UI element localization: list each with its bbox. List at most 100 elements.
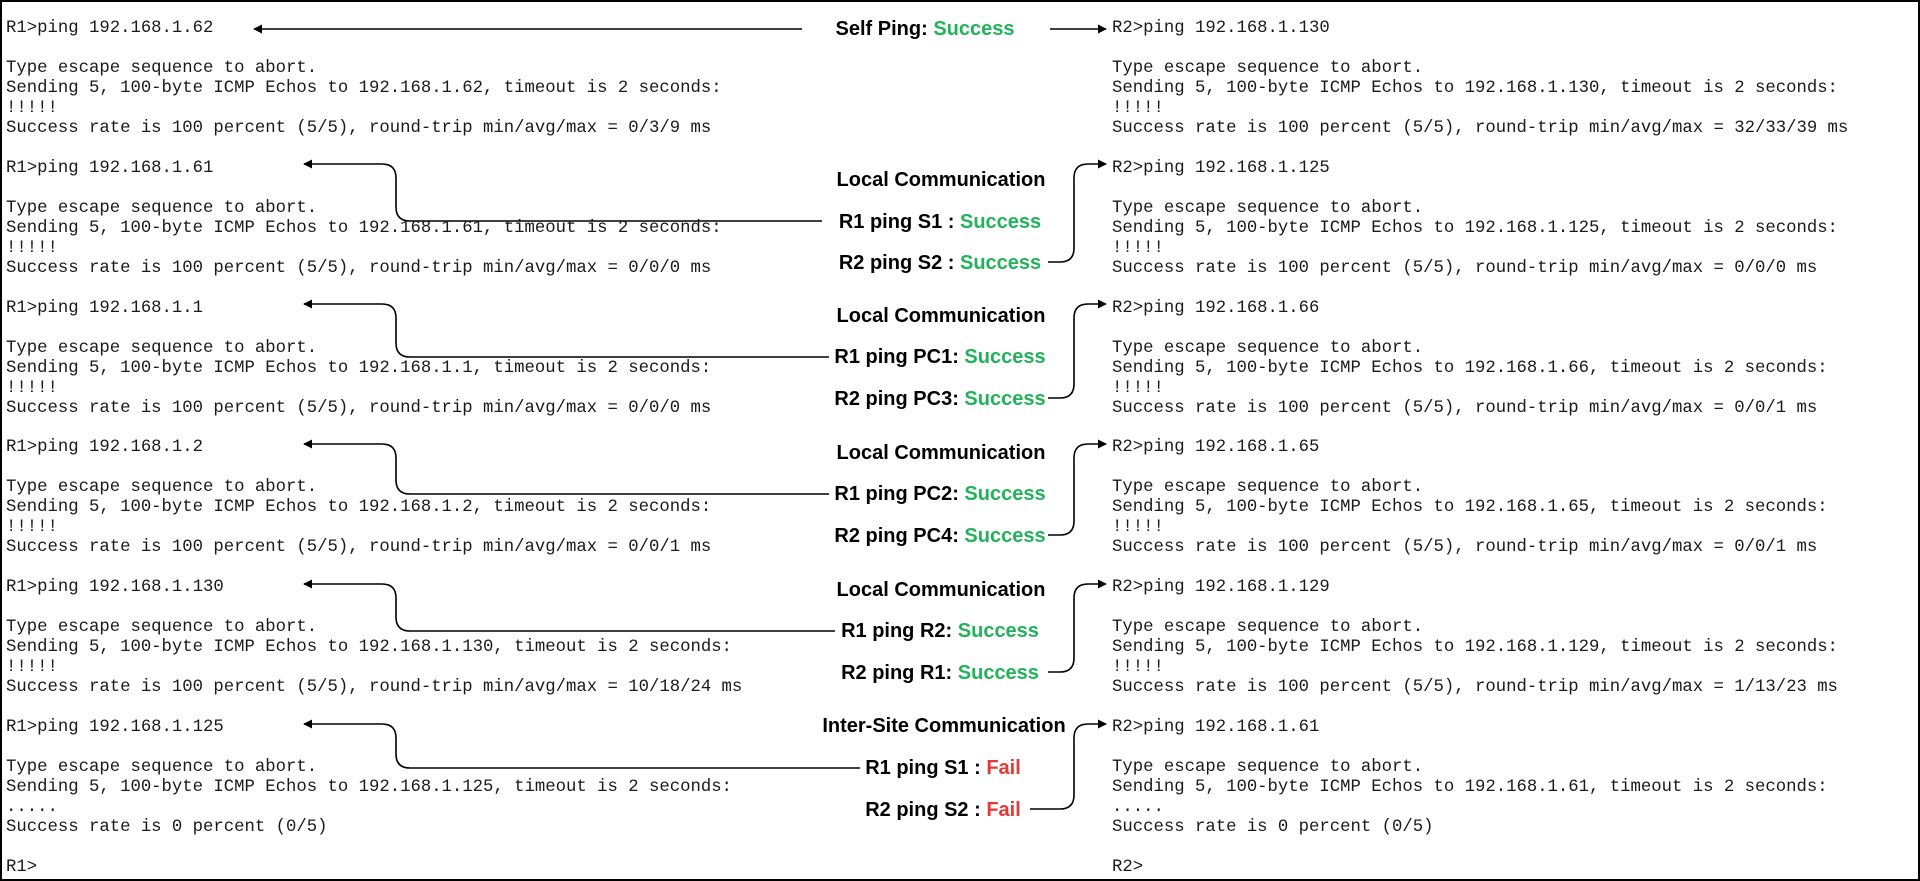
r2-cmd-5: R2>ping 192.168.1.129	[1112, 578, 1330, 597]
group-5-r1-label: R1 ping S1 : Fail	[865, 756, 1021, 780]
r2-cmd-3: R2>ping 192.168.1.66	[1112, 299, 1320, 318]
r2-cmd-1: R2>ping 192.168.1.130	[1112, 19, 1330, 38]
r1-cmd-6: R1>ping 192.168.1.125	[6, 718, 224, 737]
r1-marks-6: .....	[6, 798, 58, 817]
group-5-r2-text: R2 ping S2 :	[865, 799, 981, 821]
r1-cmd-1: R1>ping 192.168.1.62	[6, 19, 214, 38]
r1-result-2: Success rate is 100 percent (5/5), round…	[6, 259, 712, 278]
group-4-r2-status: Success	[957, 662, 1039, 684]
r2-result-4: Success rate is 100 percent (5/5), round…	[1112, 538, 1818, 557]
self-ping-label: Self Ping: Success	[836, 17, 1015, 41]
group-2-r1-label: R1 ping PC1: Success	[834, 345, 1045, 369]
r1-send-1: Sending 5, 100-byte ICMP Echos to 192.16…	[6, 79, 722, 98]
r1-marks-4: !!!!!	[6, 518, 58, 537]
group-5-r2-connector	[1030, 719, 1107, 810]
r2-result-6: Success rate is 0 percent (0/5)	[1112, 818, 1434, 837]
group-1-heading: Local Communication	[836, 169, 1046, 191]
r2-abort-1: Type escape sequence to abort.	[1112, 59, 1424, 78]
group-1-r2-label: R2 ping S2 : Success	[839, 251, 1041, 275]
r2-send-2: Sending 5, 100-byte ICMP Echos to 192.16…	[1112, 219, 1838, 238]
self-ping-status: Success	[933, 18, 1015, 40]
group-2-r1-status: Success	[964, 346, 1046, 368]
r1-result-4: Success rate is 100 percent (5/5), round…	[6, 538, 712, 557]
r1-marks-5: !!!!!	[6, 658, 58, 677]
r2-marks-2: !!!!!	[1112, 239, 1164, 258]
r2-abort-5: Type escape sequence to abort.	[1112, 618, 1424, 637]
group-5-r1-connector	[303, 719, 860, 769]
r2-send-4: Sending 5, 100-byte ICMP Echos to 192.16…	[1112, 498, 1828, 517]
r1-send-6: Sending 5, 100-byte ICMP Echos to 192.16…	[6, 778, 732, 797]
r2-cmd-4: R2>ping 192.168.1.65	[1112, 438, 1320, 457]
group-4-r1-label: R1 ping R2: Success	[841, 619, 1039, 643]
r1-cmd-4: R1>ping 192.168.1.2	[6, 438, 204, 457]
group-1-r1-status: Success	[959, 211, 1042, 233]
group-1-r1-connector	[303, 159, 822, 222]
group-1-r1-text: R1 ping S1 :	[838, 211, 955, 233]
r2-send-3: Sending 5, 100-byte ICMP Echos to 192.16…	[1112, 359, 1828, 378]
group-5-r1-text: R1 ping S1 :	[865, 757, 981, 779]
r2-marks-3: !!!!!	[1112, 379, 1164, 398]
group-4-r2-label: R2 ping R1: Success	[841, 661, 1039, 685]
r1-abort-3: Type escape sequence to abort.	[6, 339, 318, 358]
r1-marks-3: !!!!!	[6, 379, 58, 398]
r1-send-4: Sending 5, 100-byte ICMP Echos to 192.16…	[6, 498, 712, 517]
r1-abort-5: Type escape sequence to abort.	[6, 618, 318, 637]
r1-send-3: Sending 5, 100-byte ICMP Echos to 192.16…	[6, 359, 712, 378]
group-5-r1-status: Fail	[986, 757, 1021, 779]
group-1-r2-connector	[1048, 159, 1107, 263]
r1-marks-1: !!!!!	[6, 99, 58, 118]
group-3-r1-status: Success	[964, 483, 1046, 505]
r2-marks-6: .....	[1112, 798, 1164, 817]
group-2-r1-text: R1 ping PC1:	[834, 346, 959, 368]
group-3-r1-connector	[303, 439, 829, 495]
group-3-r2-connector	[1048, 439, 1107, 536]
r2-marks-5: !!!!!	[1112, 658, 1164, 677]
group-4-r1-status: Success	[957, 620, 1039, 642]
r2-send-6: Sending 5, 100-byte ICMP Echos to 192.16…	[1112, 778, 1828, 797]
r2-send-1: Sending 5, 100-byte ICMP Echos to 192.16…	[1112, 79, 1838, 98]
group-4-r2-connector	[1048, 579, 1107, 673]
r1-abort-2: Type escape sequence to abort.	[6, 199, 318, 218]
r1-cmd-3: R1>ping 192.168.1.1	[6, 299, 204, 318]
r2-prompt: R2>	[1112, 858, 1144, 877]
r1-result-6: Success rate is 0 percent (0/5)	[6, 818, 328, 837]
r1-send-5: Sending 5, 100-byte ICMP Echos to 192.16…	[6, 638, 732, 657]
group-3-r1-label: R1 ping PC2: Success	[834, 482, 1045, 506]
group-5-r2-status: Fail	[986, 799, 1021, 821]
group-2-r2-connector	[1048, 299, 1107, 399]
group-2-r2-label: R2 ping PC3: Success	[834, 387, 1045, 411]
group-3-r2-text: R2 ping PC4:	[834, 525, 959, 547]
r2-cmd-6: R2>ping 192.168.1.61	[1112, 718, 1320, 737]
r2-abort-6: Type escape sequence to abort.	[1112, 758, 1424, 777]
r1-send-2: Sending 5, 100-byte ICMP Echos to 192.16…	[6, 219, 722, 238]
r1-cmd-2: R1>ping 192.168.1.61	[6, 159, 214, 178]
group-1-r2-status: Success	[959, 252, 1042, 274]
group-3-r2-status: Success	[964, 525, 1046, 547]
group-4-heading: Local Communication	[836, 579, 1046, 601]
r2-abort-4: Type escape sequence to abort.	[1112, 478, 1424, 497]
r2-cmd-2: R2>ping 192.168.1.125	[1112, 159, 1330, 178]
group-4-r2-text: R2 ping R1:	[841, 662, 953, 684]
group-3-r1-text: R1 ping PC2:	[834, 483, 959, 505]
r2-result-5: Success rate is 100 percent (5/5), round…	[1112, 678, 1838, 697]
r2-result-3: Success rate is 100 percent (5/5), round…	[1112, 399, 1818, 418]
group-2-r1-connector	[303, 299, 829, 358]
group-2-r2-status: Success	[964, 388, 1046, 410]
self-ping-title: Self Ping:	[835, 18, 928, 40]
group-2-r2-text: R2 ping PC3:	[834, 388, 959, 410]
r1-cmd-5: R1>ping 192.168.1.130	[6, 578, 224, 597]
group-3-r2-label: R2 ping PC4: Success	[834, 524, 1045, 548]
r1-abort-1: Type escape sequence to abort.	[6, 59, 318, 78]
r1-result-1: Success rate is 100 percent (5/5), round…	[6, 119, 712, 138]
r1-marks-2: !!!!!	[6, 239, 58, 258]
group-5-heading: Inter-Site Communication	[822, 715, 1066, 737]
group-3-heading: Local Communication	[836, 442, 1046, 464]
r1-abort-4: Type escape sequence to abort.	[6, 478, 318, 497]
r2-result-1: Success rate is 100 percent (5/5), round…	[1112, 119, 1849, 138]
r2-marks-4: !!!!!	[1112, 518, 1164, 537]
r2-abort-2: Type escape sequence to abort.	[1112, 199, 1424, 218]
r2-marks-1: !!!!!	[1112, 99, 1164, 118]
r2-result-2: Success rate is 100 percent (5/5), round…	[1112, 259, 1818, 278]
